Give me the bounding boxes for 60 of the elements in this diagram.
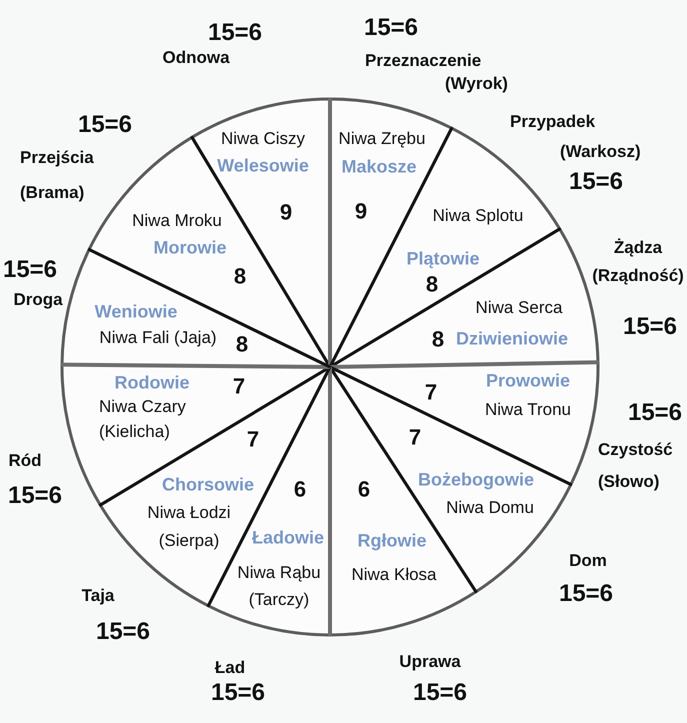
number-label: 8 — [234, 263, 246, 289]
caption-label: Żądza (Rządność) — [591, 237, 685, 287]
equation-label: 15=6 — [364, 14, 418, 42]
sector-label: Niwa Domu — [446, 498, 534, 518]
group-label: Welesowie — [217, 156, 309, 176]
sector-label: Niwa Ciszy — [220, 129, 306, 149]
equation-label: 15=6 — [96, 618, 150, 646]
equation-label: 15=6 — [208, 20, 262, 46]
equation-label: 15=6 — [558, 580, 614, 608]
group-label: Morowie — [154, 238, 226, 258]
sector-label: Niwa Serca — [476, 298, 562, 318]
sector-label: Niwa Tronu — [485, 400, 571, 420]
equation-label: 15=6 — [412, 680, 468, 706]
group-label: Plątowie — [406, 248, 480, 270]
sector-label: Niwa Czary (Kielicha) — [99, 396, 187, 442]
caption-label: Uprawa — [399, 652, 461, 672]
group-label: Prowowie — [486, 370, 570, 392]
number-label: 7 — [246, 426, 260, 452]
group-label: Rgłowie — [358, 530, 426, 552]
equation-label: 15=6 — [628, 400, 682, 426]
group-label: Rodowie — [114, 372, 190, 394]
group-label: Dziwieniowie — [456, 328, 568, 350]
caption-label: Czystość (Słowo) — [598, 439, 674, 493]
group-label: Makosze — [341, 156, 417, 178]
caption-label: Dom — [569, 551, 607, 571]
sector-label: Niwa Zrębu — [338, 129, 426, 149]
number-label: 7 — [232, 373, 246, 399]
caption-label: Ród — [8, 451, 42, 471]
sector-label: Niwa Splotu — [432, 206, 524, 226]
caption-label: Ład — [214, 658, 246, 678]
sector-label: Niwa Rąbu (Tarczy) — [236, 562, 322, 611]
equation-label: 15=6 — [2, 256, 58, 284]
group-label: Chorsowie — [162, 474, 254, 496]
number-label: 6 — [358, 476, 370, 502]
caption-label: Odnowa — [162, 48, 230, 68]
sector-label: Niwa Kłosa — [351, 565, 437, 585]
caption-label: Przejścia (Brama) — [20, 146, 95, 204]
equation-label: 15=6 — [622, 314, 678, 340]
equation-label: 15=6 — [78, 112, 132, 138]
number-label: 6 — [294, 476, 306, 502]
sector-label: Niwa Łodzi (Sierpa) — [146, 502, 232, 552]
number-label: 7 — [408, 424, 422, 450]
equation-label: 15=6 — [210, 680, 266, 706]
group-label: Bożebogowie — [418, 470, 534, 490]
caption-label: Przypadek (Warkosz) — [510, 111, 642, 163]
equation-label: 15=6 — [568, 168, 624, 196]
equation-label: 15=6 — [8, 482, 62, 510]
number-label: 9 — [354, 198, 368, 224]
caption-label: Droga — [13, 290, 63, 310]
number-label: 7 — [424, 379, 438, 405]
caption-label: Przeznaczenie (Wyrok) — [365, 50, 509, 94]
sector-label: Niwa Fali (Jaja) — [99, 328, 217, 348]
number-label: 8 — [426, 271, 438, 297]
number-label: 9 — [280, 199, 292, 225]
caption-label: Taja — [82, 586, 114, 606]
number-label: 8 — [236, 331, 248, 357]
group-label: Weniowie — [94, 302, 178, 322]
sector-label: Niwa Mroku — [132, 211, 222, 231]
number-label: 8 — [432, 326, 444, 352]
group-label: Ładowie — [252, 528, 324, 548]
